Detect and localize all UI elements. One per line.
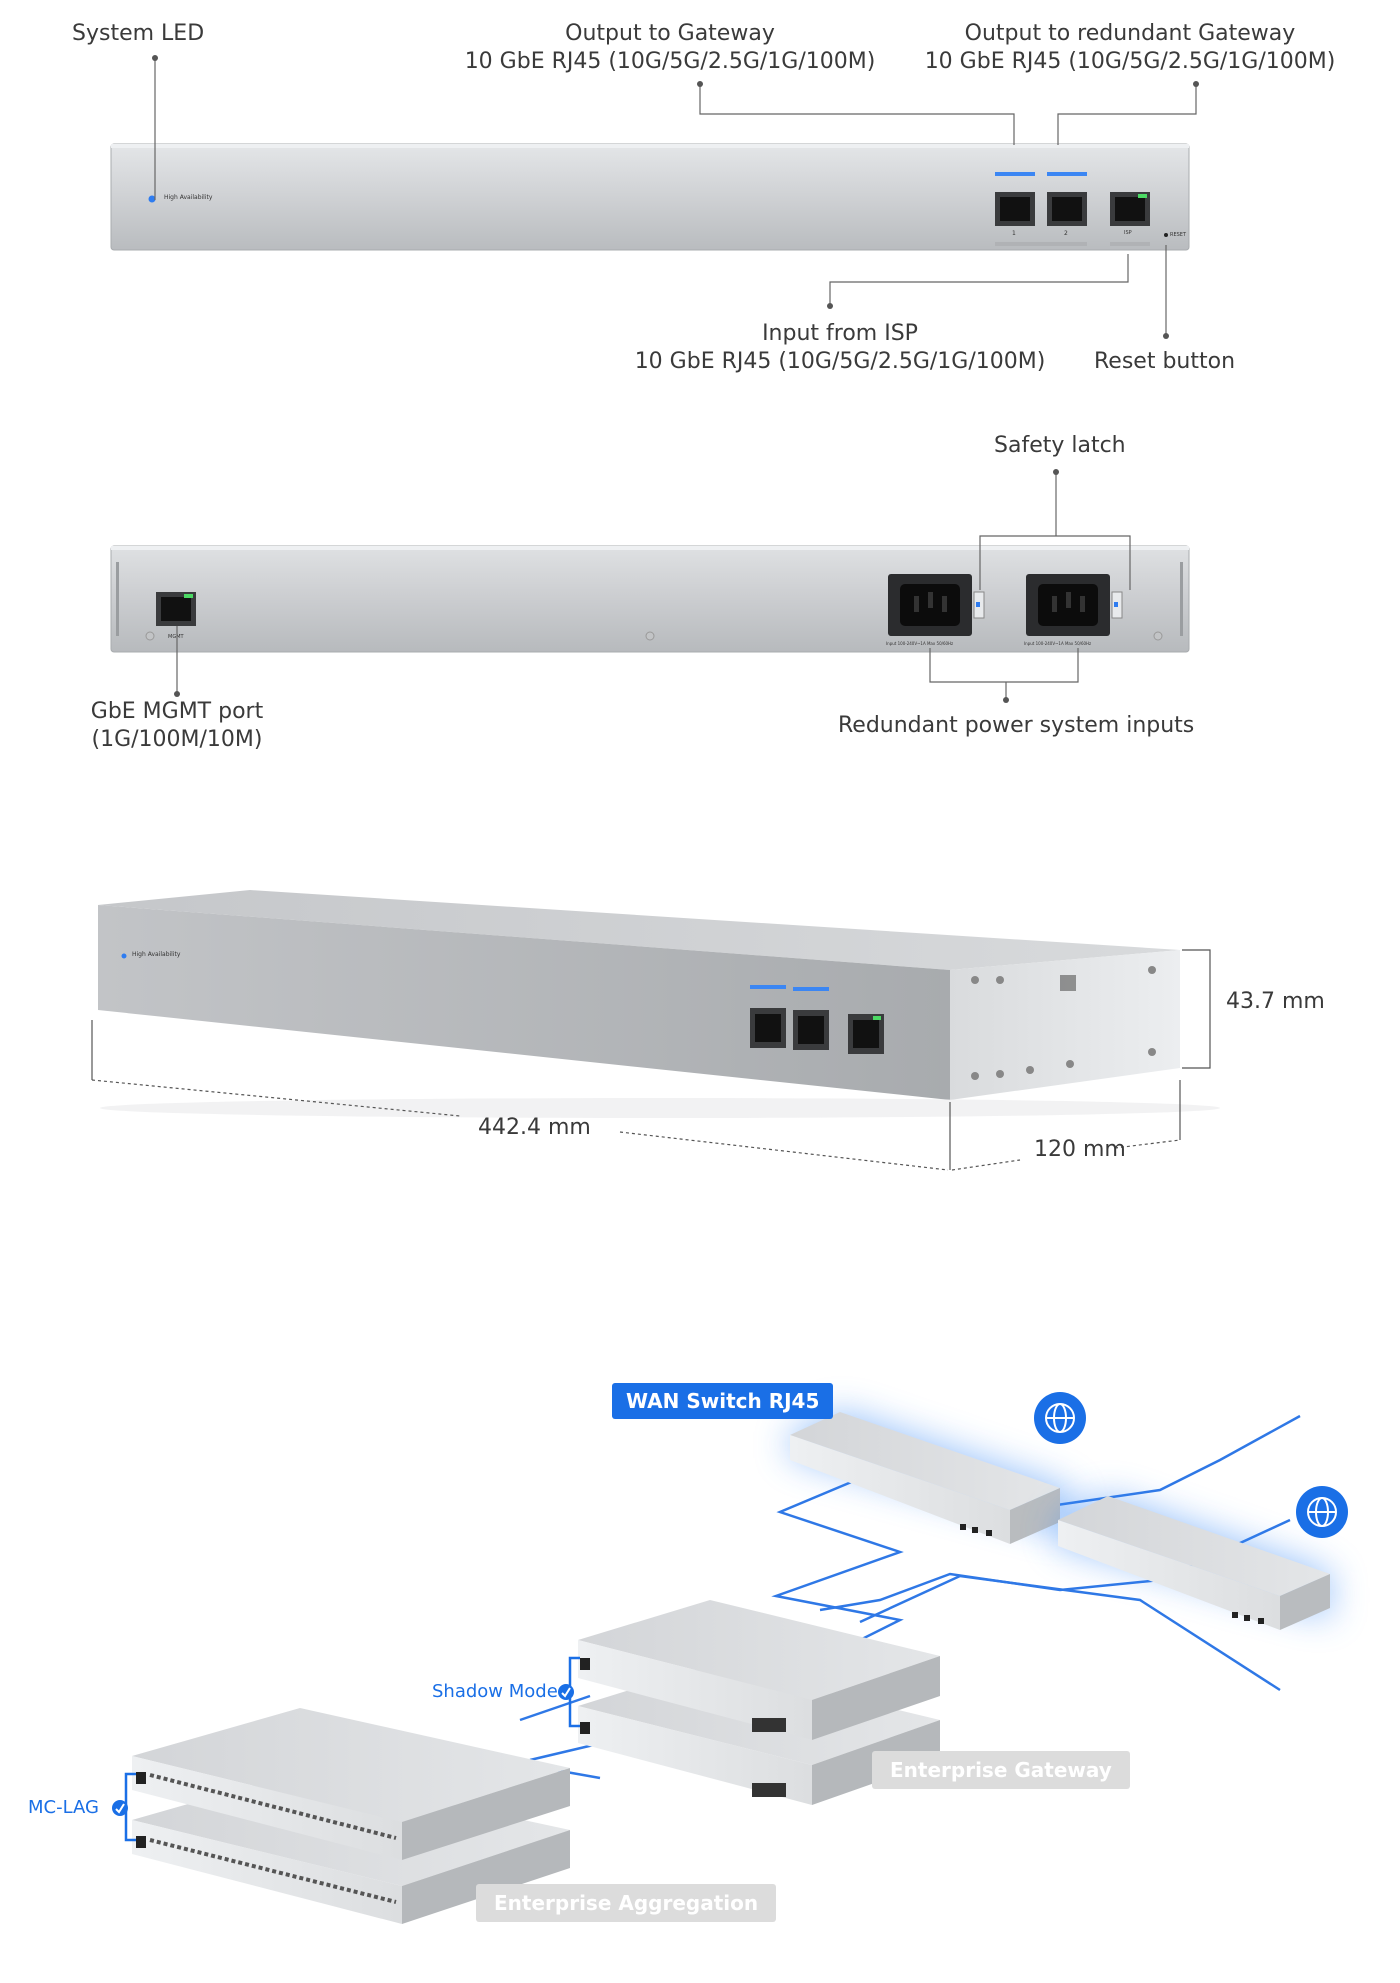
system-led-icon <box>148 195 156 203</box>
wan-switch-1 <box>790 1412 1070 1544</box>
width-dimension: 442.4 mm <box>478 1115 591 1140</box>
link-check-icon <box>112 1800 128 1816</box>
globe-icon <box>1296 1486 1348 1538</box>
power-inputs-label: Redundant power system inputs <box>838 713 1195 738</box>
enterprise-aggregation-stack <box>132 1708 570 1924</box>
reset-hole-icon <box>1164 233 1168 237</box>
dim-port-1-icon <box>750 1008 786 1048</box>
rear-device-panel <box>110 545 1190 653</box>
power-input-2-icon <box>1026 574 1123 636</box>
mgmt-port-spec: (1G/100M/10M) <box>91 727 263 752</box>
psu-2-text: Input 100-240V~1A Max 50/60Hz <box>1024 641 1092 646</box>
mgmt-port-icon <box>156 592 196 626</box>
psu-1-text: Input 100-240V~1A Max 50/60Hz <box>886 641 954 646</box>
enterprise-gateway-tag: Enterprise Gateway <box>872 1751 1130 1789</box>
reset-text: RESET <box>1170 232 1187 238</box>
port-2-text: 2 <box>1064 230 1068 237</box>
enterprise-aggregation-tag: Enterprise Aggregation <box>476 1884 777 1922</box>
perspective-brand-text: High Availability <box>132 951 181 958</box>
shadow-mode-label: Shadow Mode <box>432 1681 558 1702</box>
wan-switch-2 <box>1058 1496 1330 1630</box>
mgmt-text: MGMT <box>168 634 184 640</box>
depth-dimension: 120 mm <box>1034 1137 1126 1162</box>
globe-icon <box>1034 1392 1086 1444</box>
input-isp-label: Input from ISP 10 GbE RJ45 (10G/5G/2.5G/… <box>620 320 1060 376</box>
port-1-text: 1 <box>1012 230 1016 237</box>
power-input-1-icon <box>888 574 985 636</box>
enterprise-gateway-stack <box>578 1600 940 1805</box>
mgmt-port-label: GbE MGMT port (1G/100M/10M) <box>72 698 282 754</box>
output-redundant-label: Output to redundant Gateway 10 GbE RJ45 … <box>925 20 1336 76</box>
port-isp-icon <box>1110 192 1150 226</box>
input-isp-spec: 10 GbE RJ45 (10G/5G/2.5G/1G/100M) <box>634 349 1046 374</box>
wan-switch-tag: WAN Switch RJ45 <box>612 1383 834 1419</box>
output-gateway-spec: 10 GbE RJ45 (10G/5G/2.5G/1G/100M) <box>464 49 876 74</box>
reset-button-label: Reset button <box>1094 349 1236 374</box>
topology-diagram <box>112 1392 1348 1924</box>
height-dimension: 43.7 mm <box>1226 989 1325 1014</box>
port-isp-text: ISP <box>1124 230 1132 236</box>
dim-port-2-icon <box>793 1010 829 1050</box>
perspective-device <box>91 890 1220 1171</box>
output-gateway-label: Output to Gateway 10 GbE RJ45 (10G/5G/2.… <box>465 20 876 76</box>
front-brand-text: High Availability <box>164 194 213 201</box>
safety-latch-label: Safety latch <box>994 433 1126 458</box>
front-device-panel <box>110 143 1190 251</box>
mc-lag-label: MC-LAG <box>28 1797 99 1818</box>
dim-port-isp-icon <box>848 1014 884 1054</box>
output-redundant-title: Output to redundant Gateway <box>964 21 1296 46</box>
port-1-icon <box>995 192 1035 226</box>
mgmt-port-title: GbE MGMT port <box>90 699 264 724</box>
input-isp-title: Input from ISP <box>762 321 918 346</box>
link-check-icon <box>558 1684 574 1700</box>
port-2-icon <box>1047 192 1087 226</box>
output-gateway-title: Output to Gateway <box>565 21 775 46</box>
output-redundant-spec: 10 GbE RJ45 (10G/5G/2.5G/1G/100M) <box>924 49 1336 74</box>
system-led-label: System LED <box>72 21 205 46</box>
